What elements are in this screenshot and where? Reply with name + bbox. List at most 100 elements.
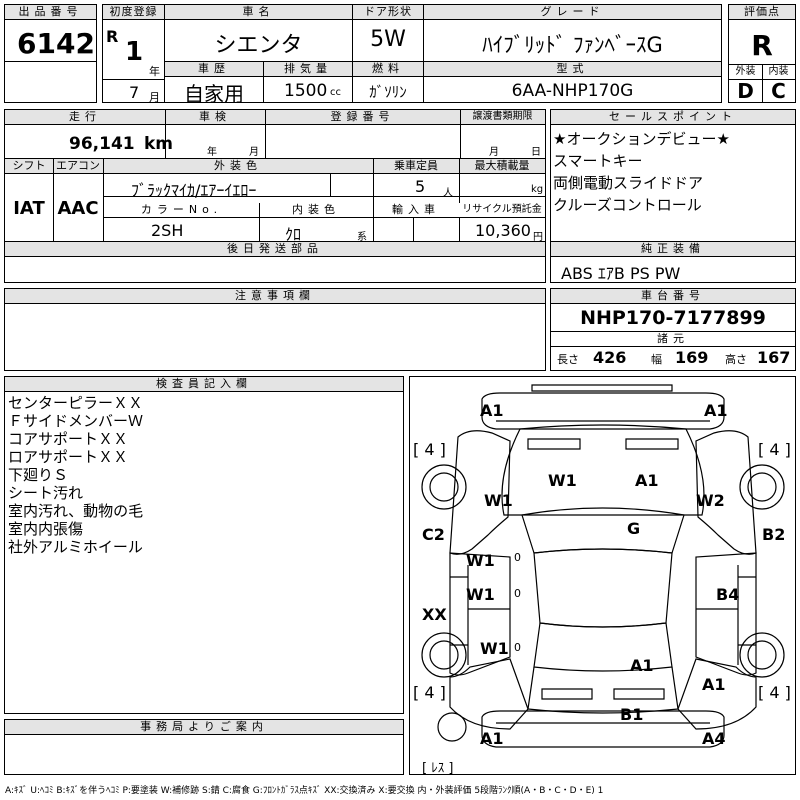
door-box: ドア形状 5W [352, 4, 424, 62]
cautions-box: 注意事項欄 [4, 288, 546, 371]
recycle-unit: 円 [533, 232, 543, 243]
era: R [106, 27, 119, 46]
length-label: 長さ [557, 353, 579, 366]
grade-label: グレード [424, 5, 721, 20]
month-unit: 月 [149, 91, 160, 104]
divider [460, 110, 461, 158]
inspector-box: 検査員記入欄 [4, 376, 404, 714]
equipment: ABS ｴｱB PS PW [561, 264, 681, 283]
aircon: AAC [57, 198, 99, 219]
lot-number: 6142 [17, 27, 95, 60]
history-label: 車歴 [165, 62, 263, 77]
width: 169 [675, 348, 709, 367]
damage-mark: A1 [630, 656, 654, 675]
height-label: 高さ [725, 353, 747, 366]
later-parts-box: 後日発送部品 [4, 241, 546, 283]
int-score: C [771, 79, 786, 103]
interior-color-unit: 系 [357, 232, 367, 243]
tire-rl-tread: [ 4 ] [413, 683, 446, 702]
divider [5, 61, 96, 62]
sales-points-box: セールスポイント [550, 109, 796, 242]
interior-color: ｸﾛ [285, 225, 302, 244]
spare-tire: [ ﾚｽ ] [422, 761, 454, 776]
capacity: 5 [415, 177, 426, 196]
lot-label: 出品番号 [5, 5, 96, 20]
history-box: 車歴 自家用 [164, 61, 264, 106]
recycle: 10,360 [475, 221, 531, 240]
ext-label: 外装 [729, 65, 762, 80]
office-label: 事務局よりご案内 [5, 720, 403, 735]
damage-mark: A1 [702, 675, 726, 694]
car-name: シエンタ [214, 33, 303, 58]
transfer-deadline-label: 譲渡書類期限 [460, 110, 545, 125]
fuel: ｶﾞｿﾘﾝ [369, 83, 407, 101]
damage-mark: W1 [548, 471, 577, 490]
damage-mark: G [627, 519, 641, 538]
divider [265, 110, 266, 158]
sales-point: スマートキー [553, 152, 643, 170]
model-code-box: 型式 6AA-NHP170G [423, 61, 722, 103]
inspection-year-unit: 年 [207, 147, 217, 158]
car-diagram-box: [ 4 ] [ 4 ] [ 4 ] [ 4 ] [ ﾚｽ ] A1 A1 W1 … [409, 376, 796, 776]
overall-score: R [751, 29, 773, 62]
capacity-label: 乗車定員 [373, 159, 459, 174]
divider [729, 64, 795, 65]
chassis-number: NHP170-7177899 [580, 307, 766, 329]
displacement-label: 排気量 [264, 62, 352, 77]
lot-box: 出品番号 6142 [4, 4, 97, 103]
damage-mark: 0 [514, 641, 521, 654]
divider [5, 158, 545, 159]
inspector-label: 検査員記入欄 [5, 377, 403, 392]
damage-mark: A1 [704, 401, 728, 420]
sales-point: クルーズコントロール [553, 196, 702, 214]
capacity-unit: 人 [443, 188, 453, 199]
color-no-label: カラーNo. [104, 203, 259, 218]
specs-label: 諸元 [551, 332, 795, 347]
max-load-label: 最大積載量 [459, 159, 545, 174]
damage-mark: B4 [716, 585, 740, 604]
inspection-label: 車検 [165, 110, 265, 125]
damage-mark: W2 [696, 491, 725, 510]
divider [551, 331, 795, 332]
first-reg-label: 初度登録 [103, 5, 164, 20]
height: 167 [757, 348, 791, 367]
inspector-note: 室内汚れ、動物の毛 [8, 502, 144, 520]
year-unit: 年 [149, 65, 160, 78]
sales-point: ★オークションデビュー★ [553, 130, 730, 148]
divider [373, 159, 374, 205]
door-type: 5W [370, 27, 406, 52]
sales-points-label: セールスポイント [551, 110, 795, 125]
max-load-unit: kg [531, 184, 544, 195]
car-diagram [421, 384, 785, 748]
length: 426 [593, 348, 627, 367]
sales-point: 両側電動スライドドア [553, 174, 704, 192]
divider [330, 173, 331, 196]
int-label: 内装 [762, 65, 795, 80]
inspector-note: 下廻りＳ [8, 466, 69, 484]
exterior-color-label: 外装色 [103, 159, 373, 174]
inspector-note: ロアサポートＸＸ [8, 448, 129, 466]
damage-mark: 0 [514, 551, 521, 564]
damage-mark: A1 [480, 729, 504, 748]
inspector-note: 室内内張傷 [8, 520, 84, 538]
damage-mark: A4 [702, 729, 726, 748]
divider [103, 196, 545, 197]
fuel-box: 燃料 ｶﾞｿﾘﾝ [352, 61, 424, 103]
aircon-label: エアコン [53, 159, 103, 174]
divider [762, 65, 763, 103]
tire-fl-tread: [ 4 ] [413, 440, 446, 459]
damage-mark: C2 [422, 525, 445, 544]
grade: ﾊｲﾌﾞﾘｯﾄﾞ ﾌｧﾝﾍﾞｰｽG [482, 33, 663, 57]
exterior-color: ﾌﾞﾗｯｸﾏｲｶ/ｴｱｰｲｴﾛｰ [131, 181, 257, 200]
deadline-month-unit: 月 [489, 147, 499, 158]
mileage: 96,141 [69, 134, 135, 154]
equipment-label: 純正装備 [551, 242, 795, 257]
damage-mark: 0 [514, 587, 521, 600]
spec-grid: 走行 車検 登録番号 譲渡書類期限 96,141 km 年 月 月 日 シフト … [4, 109, 546, 244]
history: 自家用 [184, 82, 244, 106]
score-label: 評価点 [729, 5, 795, 20]
displacement-unit: cc [330, 87, 341, 98]
damage-mark: W1 [466, 585, 495, 604]
inspector-note: シート汚れ [8, 484, 84, 502]
mileage-label: 走行 [5, 110, 165, 125]
